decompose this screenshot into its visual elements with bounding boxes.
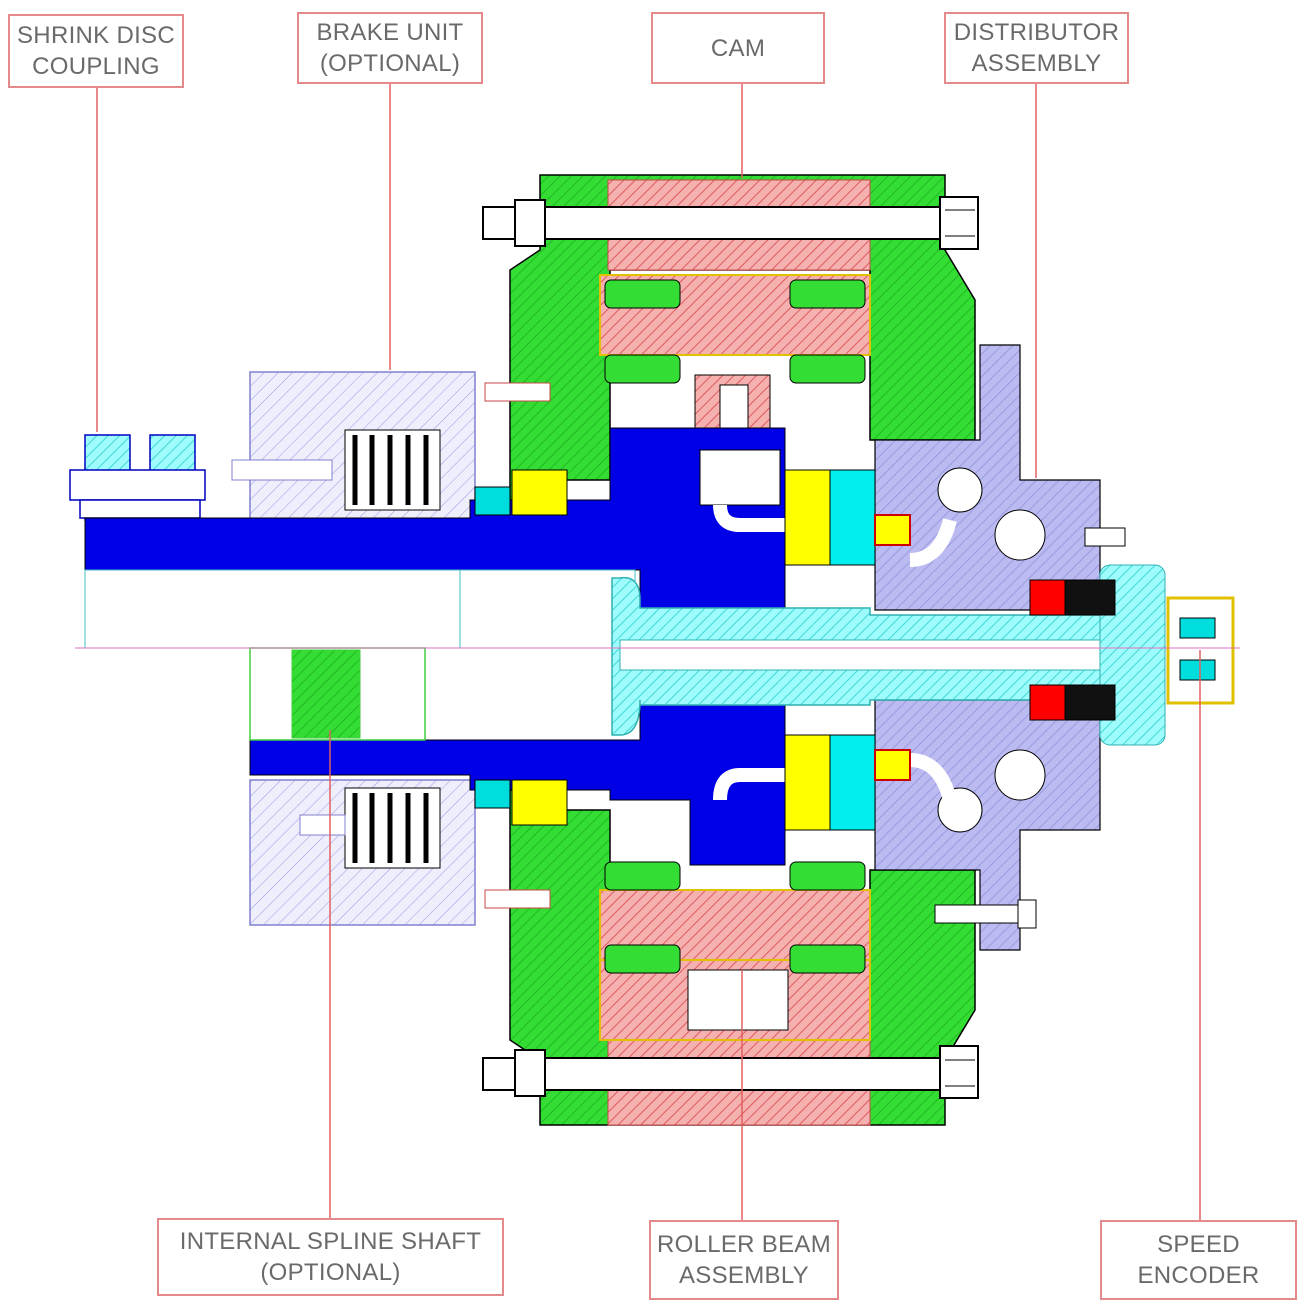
callout-text: SPEED (1157, 1231, 1240, 1258)
callout-text: DISTRIBUTOR (953, 19, 1120, 46)
callout-text: ENCODER (1137, 1262, 1260, 1289)
roller-pads (604, 279, 866, 974)
seals (874, 514, 1116, 781)
callout-text: (OPTIONAL) (319, 50, 461, 77)
callout-shrink-disc-coupling: SHRINK DISC COUPLING (8, 14, 184, 88)
bearings (474, 469, 876, 831)
callout-speed-encoder: SPEED ENCODER (1100, 1220, 1297, 1300)
tie-bolt-upper (482, 196, 979, 250)
brake-discs-lower (344, 787, 441, 869)
callout-text: INTERNAL SPLINE SHAFT (179, 1228, 482, 1255)
callout-internal-spline-shaft: INTERNAL SPLINE SHAFT (OPTIONAL) (157, 1218, 504, 1296)
callout-brake-unit: BRAKE UNIT (OPTIONAL) (297, 12, 483, 84)
callout-text: SHRINK DISC (17, 22, 175, 49)
callout-text: (OPTIONAL) (260, 1259, 401, 1286)
leader-lines (96, 83, 1201, 1220)
callout-cam: CAM (651, 12, 825, 84)
shrink-disc-coupling (69, 434, 206, 521)
distributor (874, 344, 1101, 951)
callout-text: COUPLING (32, 53, 160, 80)
callout-roller-beam-assembly: ROLLER BEAM ASSEMBLY (649, 1220, 839, 1300)
small-bolts (484, 382, 1126, 929)
internal-spline-shaft (249, 647, 426, 741)
callout-text: ASSEMBLY (678, 1262, 809, 1289)
callout-text: CAM (710, 34, 766, 62)
brake-unit (231, 371, 476, 926)
callout-text: ASSEMBLY (971, 50, 1102, 77)
callout-distributor-assembly: DISTRIBUTOR ASSEMBLY (944, 12, 1129, 84)
callout-text: ROLLER BEAM (656, 1231, 832, 1258)
center-hub (611, 564, 1166, 746)
callout-text: BRAKE UNIT (316, 19, 464, 46)
brake-discs-upper (344, 429, 441, 511)
